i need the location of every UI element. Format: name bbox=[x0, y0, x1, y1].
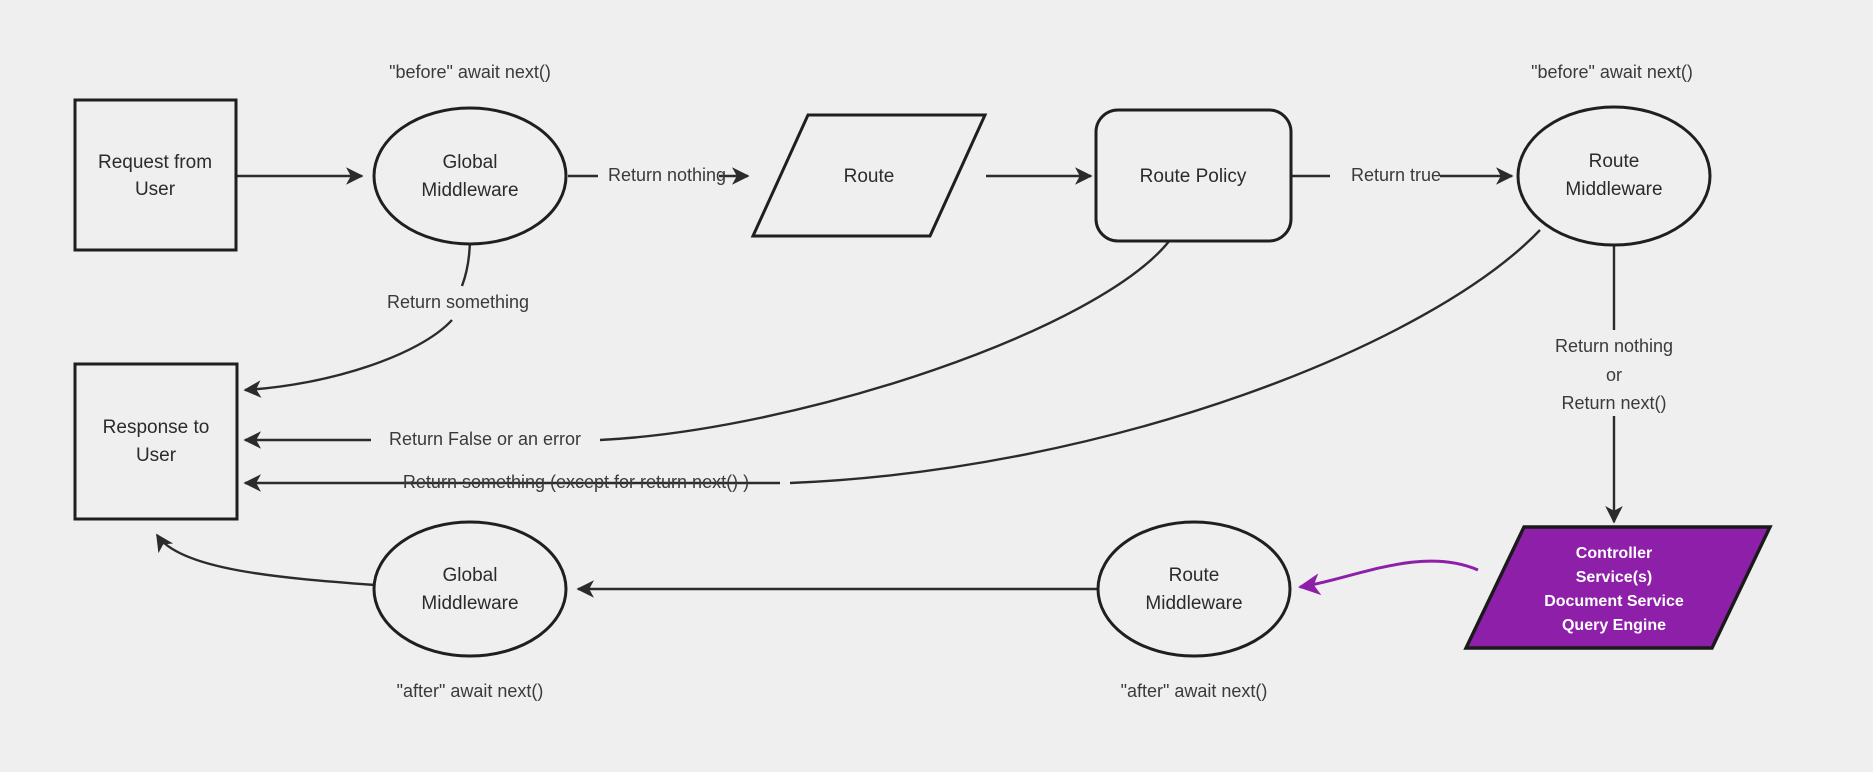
annotation-before-await-next-global: "before" await next() bbox=[389, 62, 551, 82]
global-middleware-top-label-line2: Middleware bbox=[421, 180, 518, 201]
request-from-user-shape bbox=[73, 98, 238, 252]
edge-label-return-nothing: Return nothing bbox=[608, 165, 726, 185]
route-middleware-top-shape bbox=[1516, 105, 1712, 247]
node-route[interactable]: Route bbox=[750, 113, 988, 238]
controller-services-shape bbox=[1463, 525, 1773, 650]
edge-label-return-true: Return true bbox=[1351, 165, 1441, 185]
controller-services-label-line3: Document Service bbox=[1544, 593, 1684, 610]
route-shape bbox=[750, 113, 988, 238]
response-to-user-shape bbox=[73, 362, 239, 521]
edge-route-policy-to-response-curve bbox=[599, 239, 1171, 442]
edge-label-return-nothing-or-next-line1: Return nothing bbox=[1555, 336, 1673, 356]
route-policy-label: Route Policy bbox=[1140, 166, 1247, 187]
route-label: Route bbox=[844, 166, 895, 187]
route-policy-shape bbox=[1094, 108, 1293, 243]
annotation-after-await-next-route: "after" await next() bbox=[1121, 681, 1268, 701]
route-middleware-top-label-line1: Route bbox=[1589, 151, 1640, 172]
request-from-user-label-line2: User bbox=[135, 179, 176, 200]
edge-label-return-nothing-or-next-line3: Return next() bbox=[1561, 393, 1666, 413]
node-route-middleware-bottom[interactable]: Route Middleware bbox=[1096, 520, 1292, 658]
node-route-middleware-top[interactable]: Route Middleware bbox=[1516, 105, 1712, 247]
global-middleware-bottom-label-line1: Global bbox=[443, 565, 498, 586]
node-response-to-user[interactable]: Response to User bbox=[73, 362, 239, 521]
node-request-from-user[interactable]: Request from User bbox=[73, 98, 238, 252]
node-global-middleware-bottom[interactable]: Global Middleware bbox=[372, 520, 568, 658]
edge-global-middleware-to-response-lower bbox=[243, 319, 453, 398]
annotation-after-await-next-global: "after" await next() bbox=[397, 681, 544, 701]
route-middleware-bottom-label-line1: Route bbox=[1169, 565, 1220, 586]
global-middleware-bottom-label-line2: Middleware bbox=[421, 593, 518, 614]
global-middleware-top-label-line1: Global bbox=[443, 152, 498, 173]
node-global-middleware-top[interactable]: Global Middleware bbox=[372, 106, 568, 246]
edge-controller-to-route-middleware-bottom bbox=[1298, 559, 1479, 596]
response-to-user-label-line2: User bbox=[136, 445, 177, 466]
response-to-user-label-line1: Response to bbox=[103, 417, 210, 438]
controller-services-label-line4: Query Engine bbox=[1562, 617, 1666, 634]
node-route-policy[interactable]: Route Policy bbox=[1094, 108, 1293, 243]
edge-label-return-something-except: Return something (except for return next… bbox=[403, 472, 749, 492]
controller-services-label-line2: Service(s) bbox=[1576, 569, 1653, 586]
node-controller-services[interactable]: Controller Service(s) Document Service Q… bbox=[1463, 525, 1773, 650]
edge-route-middleware-to-response-curve bbox=[789, 229, 1541, 485]
annotation-before-await-next-route: "before" await next() bbox=[1531, 62, 1693, 82]
global-middleware-top-shape bbox=[372, 106, 568, 246]
edge-label-return-something: Return something bbox=[387, 292, 529, 312]
edge-label-return-nothing-or-next-line2: or bbox=[1606, 365, 1622, 385]
route-middleware-bottom-shape bbox=[1096, 520, 1292, 658]
edge-label-return-false-or-error: Return False or an error bbox=[389, 429, 581, 449]
global-middleware-bottom-shape bbox=[372, 520, 568, 658]
route-middleware-top-label-line2: Middleware bbox=[1565, 179, 1662, 200]
route-middleware-bottom-label-line2: Middleware bbox=[1145, 593, 1242, 614]
controller-services-label-line1: Controller bbox=[1576, 545, 1652, 562]
edge-global-middleware-bottom-to-response bbox=[155, 533, 376, 587]
request-from-user-label-line1: Request from bbox=[98, 152, 212, 173]
